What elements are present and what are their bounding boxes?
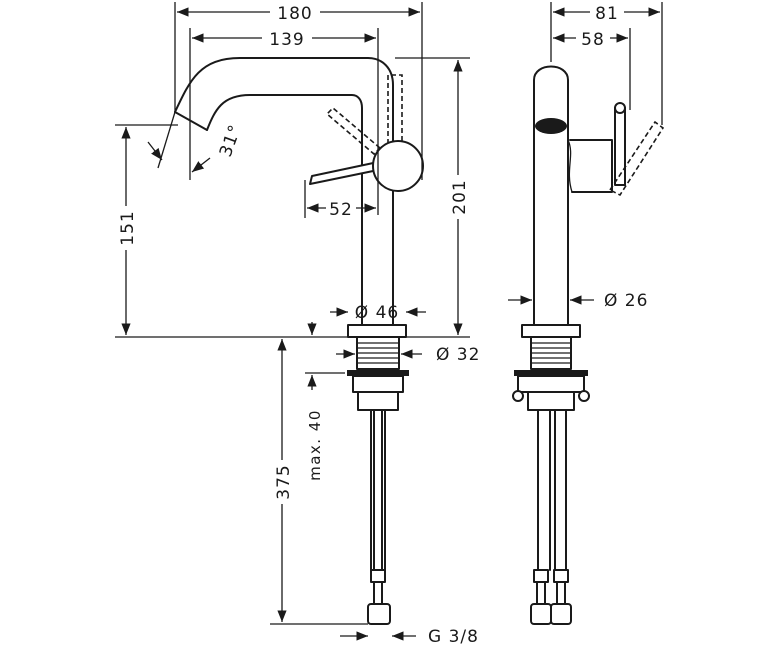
dim-180: 180 bbox=[277, 4, 312, 24]
front-view: 180 139 31° 151 201 52 Ø 46 bbox=[114, 2, 480, 647]
side-base-ring bbox=[521, 324, 581, 338]
dim-32: Ø 32 bbox=[436, 345, 480, 365]
dim-g38: G 3/8 bbox=[428, 627, 479, 647]
dim-46: Ø 46 bbox=[355, 303, 399, 323]
dim-375: 375 bbox=[274, 464, 294, 499]
handle-up-position bbox=[387, 74, 403, 146]
lever-tip bbox=[614, 102, 626, 114]
base-ring bbox=[347, 324, 407, 338]
aerator bbox=[535, 118, 567, 134]
dim-58: 58 bbox=[581, 30, 605, 50]
hose-collar bbox=[370, 569, 386, 583]
side-connector-left bbox=[530, 603, 552, 625]
hose-connector bbox=[367, 603, 391, 625]
angle-arrow bbox=[147, 141, 163, 161]
dim-139: 139 bbox=[269, 30, 304, 50]
handle-alt-position bbox=[325, 106, 382, 156]
side-lever-alt bbox=[608, 120, 665, 197]
handle-joint bbox=[567, 139, 573, 193]
side-fixing-nut bbox=[517, 375, 585, 393]
side-connector-right bbox=[550, 603, 572, 625]
handle-cylinder bbox=[569, 139, 613, 193]
lower-nut bbox=[357, 391, 399, 411]
dim-81: 81 bbox=[595, 4, 619, 24]
angle-arrow bbox=[191, 157, 211, 173]
side-thread-lines bbox=[531, 342, 571, 364]
dim-52: 52 bbox=[329, 200, 353, 220]
handle-knob bbox=[372, 140, 424, 192]
side-lower-nut bbox=[527, 391, 575, 411]
spout-outline bbox=[174, 57, 394, 131]
side-screw-left bbox=[512, 390, 524, 402]
dim-max40: max. 40 bbox=[306, 409, 324, 481]
dim-151: 151 bbox=[118, 210, 138, 245]
dim-26: Ø 26 bbox=[604, 291, 648, 311]
dim-31: 31° bbox=[216, 122, 246, 160]
side-collar-right bbox=[553, 569, 569, 583]
side-screw-right bbox=[578, 390, 590, 402]
dim-201: 201 bbox=[450, 179, 470, 214]
side-body bbox=[533, 65, 569, 326]
side-pipe-right bbox=[556, 581, 566, 605]
supply-hoses bbox=[370, 409, 386, 571]
thread-lines bbox=[357, 342, 399, 364]
angle-line bbox=[157, 111, 176, 169]
side-pipe-left bbox=[536, 581, 546, 605]
fixing-nut bbox=[352, 375, 404, 393]
side-fixing-plate bbox=[514, 370, 588, 376]
side-collar-left bbox=[533, 569, 549, 583]
handle-lever bbox=[309, 161, 379, 185]
spout-tip bbox=[174, 111, 208, 131]
side-hoses bbox=[537, 409, 567, 571]
hose-pipe bbox=[373, 581, 383, 605]
fixing-plate bbox=[347, 370, 409, 376]
side-view: 81 58 Ø 26 bbox=[508, 2, 665, 625]
